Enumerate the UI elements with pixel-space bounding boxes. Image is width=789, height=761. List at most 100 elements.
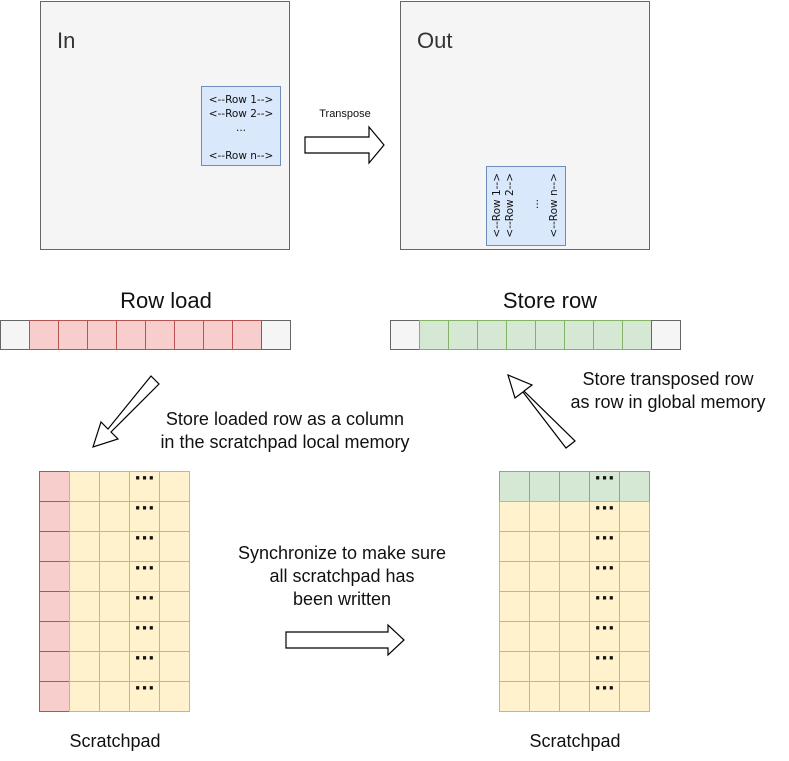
scratchpad-cell [619,531,650,562]
data-cell [448,320,478,350]
scratchpad-cell [499,621,530,652]
scratchpad-cell [559,531,590,562]
scratchpad-cell [499,651,530,682]
ellipsis-marker: ··· [594,498,615,519]
data-cell [535,320,565,350]
input-row-label: <--Row 1--> [208,94,274,106]
scratchpad-cell [529,651,560,682]
scratchpad-cell [559,621,590,652]
scratchpad-cell [159,531,190,562]
data-cell [203,320,233,350]
ellipsis-marker: ··· [134,558,155,579]
scratchpad-cell [69,501,100,532]
scratchpad-cell [99,501,130,532]
scratchpad-cell [499,681,530,712]
scratchpad-cell [619,501,650,532]
scratchpad-cell [159,561,190,592]
empty-cell [261,320,291,350]
ellipsis-marker: ··· [134,468,155,489]
scratchpad-cell [159,501,190,532]
scratchpad-cell [69,651,100,682]
store-transposed-text: Store transposed row as row in global me… [570,369,766,412]
scratchpad-cell [99,471,130,502]
scratchpad-cell [159,591,190,622]
data-cell [622,320,652,350]
output-matrix-title: Out [417,28,453,53]
scratchpad-cell: ··· [129,528,160,562]
output-matrix-box: Out <--Row 1--><--Row 2-->...<--Row n--> [400,1,650,250]
scratchpad-loaded-cell [39,651,70,682]
ellipsis-marker: ··· [134,678,155,699]
scratchpad-cell [159,651,190,682]
ellipsis-marker: ··· [134,528,155,549]
scratchpad-right-grid: ························ [499,468,650,712]
input-row-label: ... [235,122,246,134]
store-row-heading: Store row [502,288,598,313]
store-column-arrow [92,375,160,448]
scratchpad-cell [69,561,100,592]
scratchpad-cell [529,561,560,592]
input-row-label: <--Row 2--> [208,108,274,120]
scratchpad-cell [69,681,100,712]
ellipsis-marker: ··· [134,648,155,669]
scratchpad-transposed-cell [529,471,560,502]
data-cell [116,320,146,350]
data-cell [477,320,507,350]
scratchpad-cell [69,621,100,652]
row-load-heading: Row load [120,288,212,313]
scratchpad-cell [559,501,590,532]
transpose-label: Transpose [319,108,371,120]
empty-cell [651,320,681,350]
scratchpad-cell [529,501,560,532]
ellipsis-marker: ··· [594,678,615,699]
scratchpad-loaded-cell [39,531,70,562]
data-cell [29,320,59,350]
scratchpad-loaded-cell [39,591,70,622]
scratchpad-cell [529,681,560,712]
scratchpad-cell [529,591,560,622]
data-cell [145,320,175,350]
scratchpad-cell [619,591,650,622]
scratchpad-cell: ··· [129,500,160,532]
scratchpad-cell [619,681,650,712]
scratchpad-cell [99,561,130,592]
data-cell [232,320,262,350]
scratchpad-cell: ··· [589,618,620,652]
scratchpad-cell [559,591,590,622]
ellipsis-marker: ··· [594,618,615,639]
scratchpad-left-grid: ························ [39,468,190,712]
synchronize-text: Synchronize to make sure all scratchpad … [237,543,447,609]
scratchpad-cell [559,651,590,682]
input-row-label: <--Row n--> [208,150,274,162]
scratchpad-left-caption: Scratchpad [69,731,161,751]
data-cell [419,320,449,350]
output-columns-block: <--Row 1--><--Row 2-->...<--Row n--> [486,166,566,246]
scratchpad-cell [99,591,130,622]
scratchpad-cell [499,591,530,622]
ellipsis-marker: ··· [134,618,155,639]
scratchpad-cell [499,531,530,562]
store-row-arrow [507,373,576,449]
synchronize-arrow [285,623,405,657]
scratchpad-cell [159,621,190,652]
ellipsis-marker: ··· [594,468,615,489]
data-cell [174,320,204,350]
ellipsis-marker: ··· [594,648,615,669]
data-cell [564,320,594,350]
scratchpad-cell: ··· [129,678,160,712]
scratchpad-loaded-cell [39,561,70,592]
scratchpad-cell: ··· [589,678,620,712]
scratchpad-cell [529,531,560,562]
scratchpad-loaded-cell [39,621,70,652]
scratchpad-cell: ··· [589,560,620,592]
data-cell [87,320,117,350]
scratchpad-loaded-cell [39,501,70,532]
scratchpad-cell [529,621,560,652]
scratchpad-cell [99,531,130,562]
scratchpad-cell [159,681,190,712]
scratchpad-cell [69,591,100,622]
scratchpad-cell [499,561,530,592]
input-rows-block: <--Row 1--> <--Row 2-->... <--Row n--> [201,86,281,166]
